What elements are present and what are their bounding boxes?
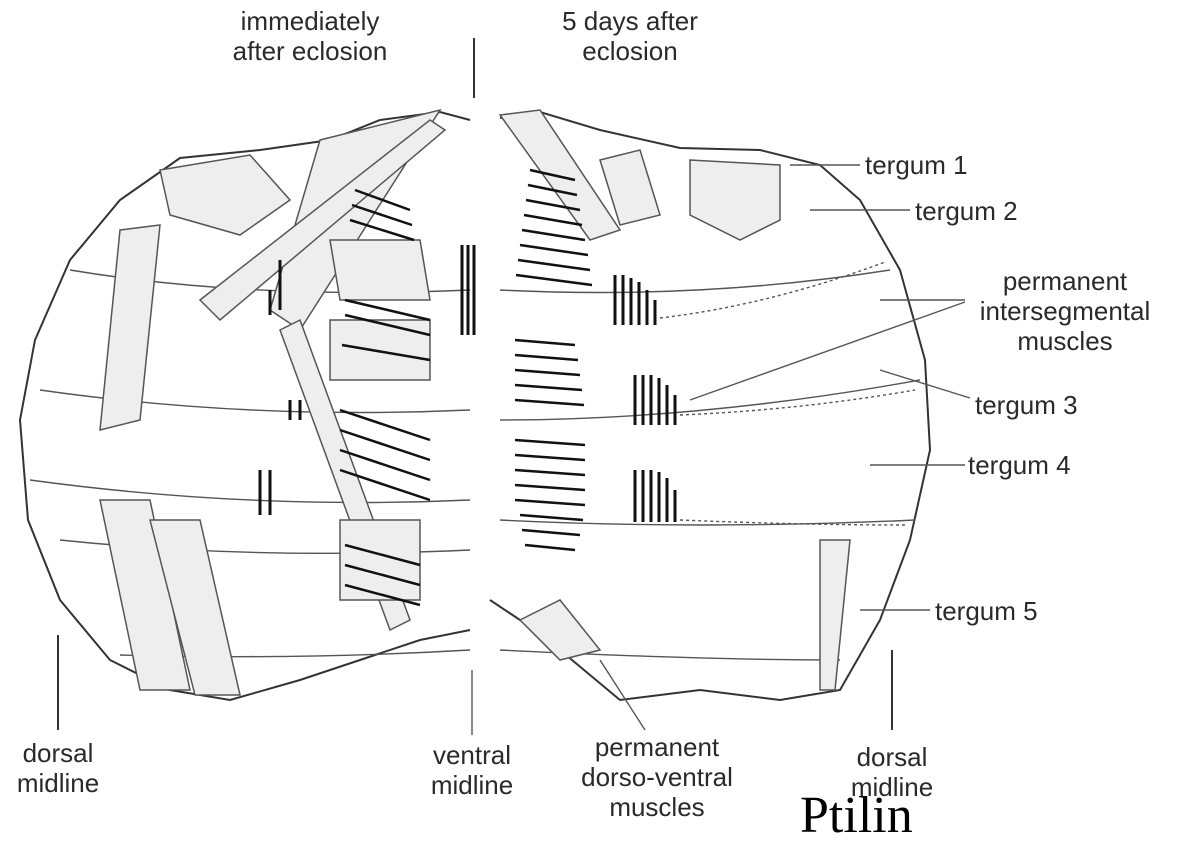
dorso-ventral-leader — [600, 660, 645, 730]
heading-right-line1: 5 days after — [510, 6, 750, 36]
heading-five-days: 5 days after eclosion — [510, 6, 750, 66]
left-tergum1-plate — [160, 155, 290, 235]
label-dorso-ventral: permanent dorso-ventral muscles — [562, 732, 752, 822]
right-intersegmental-hatching — [615, 275, 675, 522]
heading-immediately: immediately after eclosion — [190, 6, 430, 66]
label-ventral-line1: ventral — [410, 740, 534, 770]
cut-off-caption: Ptilin — [800, 790, 913, 842]
heading-right-line2: eclosion — [510, 36, 750, 66]
label-intersegmental: permanent intersegmental muscles — [960, 266, 1170, 356]
left-central-block-1 — [330, 240, 430, 300]
label-tergum-3: tergum 3 — [975, 390, 1078, 420]
label-intersegmental-line2: intersegmental — [960, 296, 1170, 326]
label-intersegmental-line1: permanent — [960, 266, 1170, 296]
label-tergum-5: tergum 5 — [935, 596, 1038, 626]
label-dorso-ventral-line2: dorso-ventral — [562, 762, 752, 792]
right-fringe-2 — [680, 390, 915, 415]
intersegmental-leader-2 — [690, 302, 965, 400]
left-lateral-muscle-1 — [100, 225, 160, 430]
left-central-block-2 — [330, 320, 430, 380]
label-intersegmental-line3: muscles — [960, 326, 1170, 356]
label-ventral-midline: ventral midline — [410, 740, 534, 800]
heading-left-line2: after eclosion — [190, 36, 430, 66]
heading-left-line1: immediately — [190, 6, 430, 36]
right-tergum-boundary-2 — [500, 380, 920, 420]
abdomen-muscle-diagram: immediately after eclosion 5 days after … — [0, 0, 1178, 819]
label-dorso-ventral-line3: muscles — [562, 792, 752, 822]
label-dorsal-left-line1: dorsal — [0, 738, 116, 768]
label-dorso-ventral-line1: permanent — [562, 732, 752, 762]
label-tergum-4: tergum 4 — [968, 450, 1071, 480]
label-dorsal-midline-left: dorsal midline — [0, 738, 116, 798]
right-tergum5-edge — [820, 540, 850, 690]
label-tergum-1: tergum 1 — [865, 150, 968, 180]
right-tergum1-plate — [690, 160, 780, 240]
right-tergum-boundary-3 — [500, 520, 915, 525]
label-dorsal-right-line1: dorsal — [830, 742, 954, 772]
label-tergum-2: tergum 2 — [915, 196, 1018, 226]
label-dorsal-left-line2: midline — [0, 768, 116, 798]
label-ventral-line2: midline — [410, 770, 534, 800]
